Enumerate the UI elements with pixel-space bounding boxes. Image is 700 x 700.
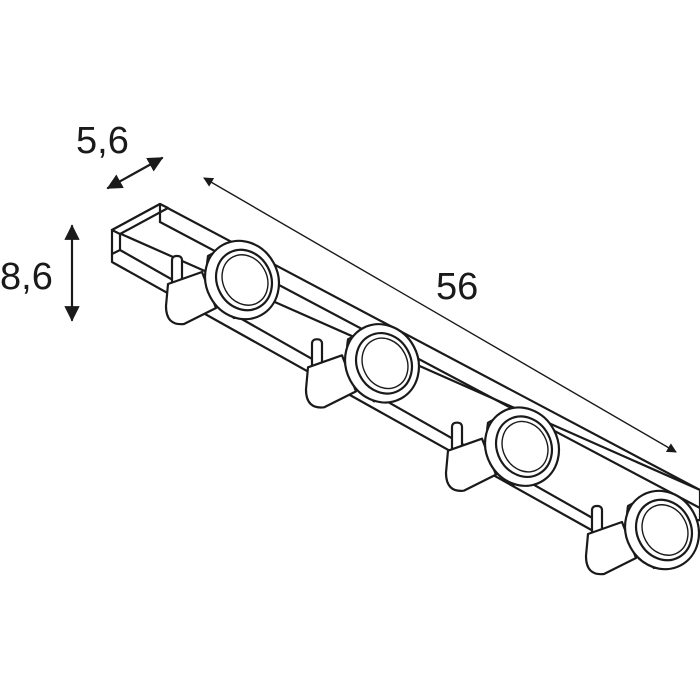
depth-dimension-label: 5,6 bbox=[76, 120, 129, 162]
length-dimension-line bbox=[203, 177, 677, 453]
spotlight bbox=[584, 489, 700, 576]
length-dimension-label: 56 bbox=[436, 266, 479, 308]
depth-dimension-line bbox=[106, 156, 164, 190]
height-dimension-label: 8,6 bbox=[0, 256, 53, 298]
